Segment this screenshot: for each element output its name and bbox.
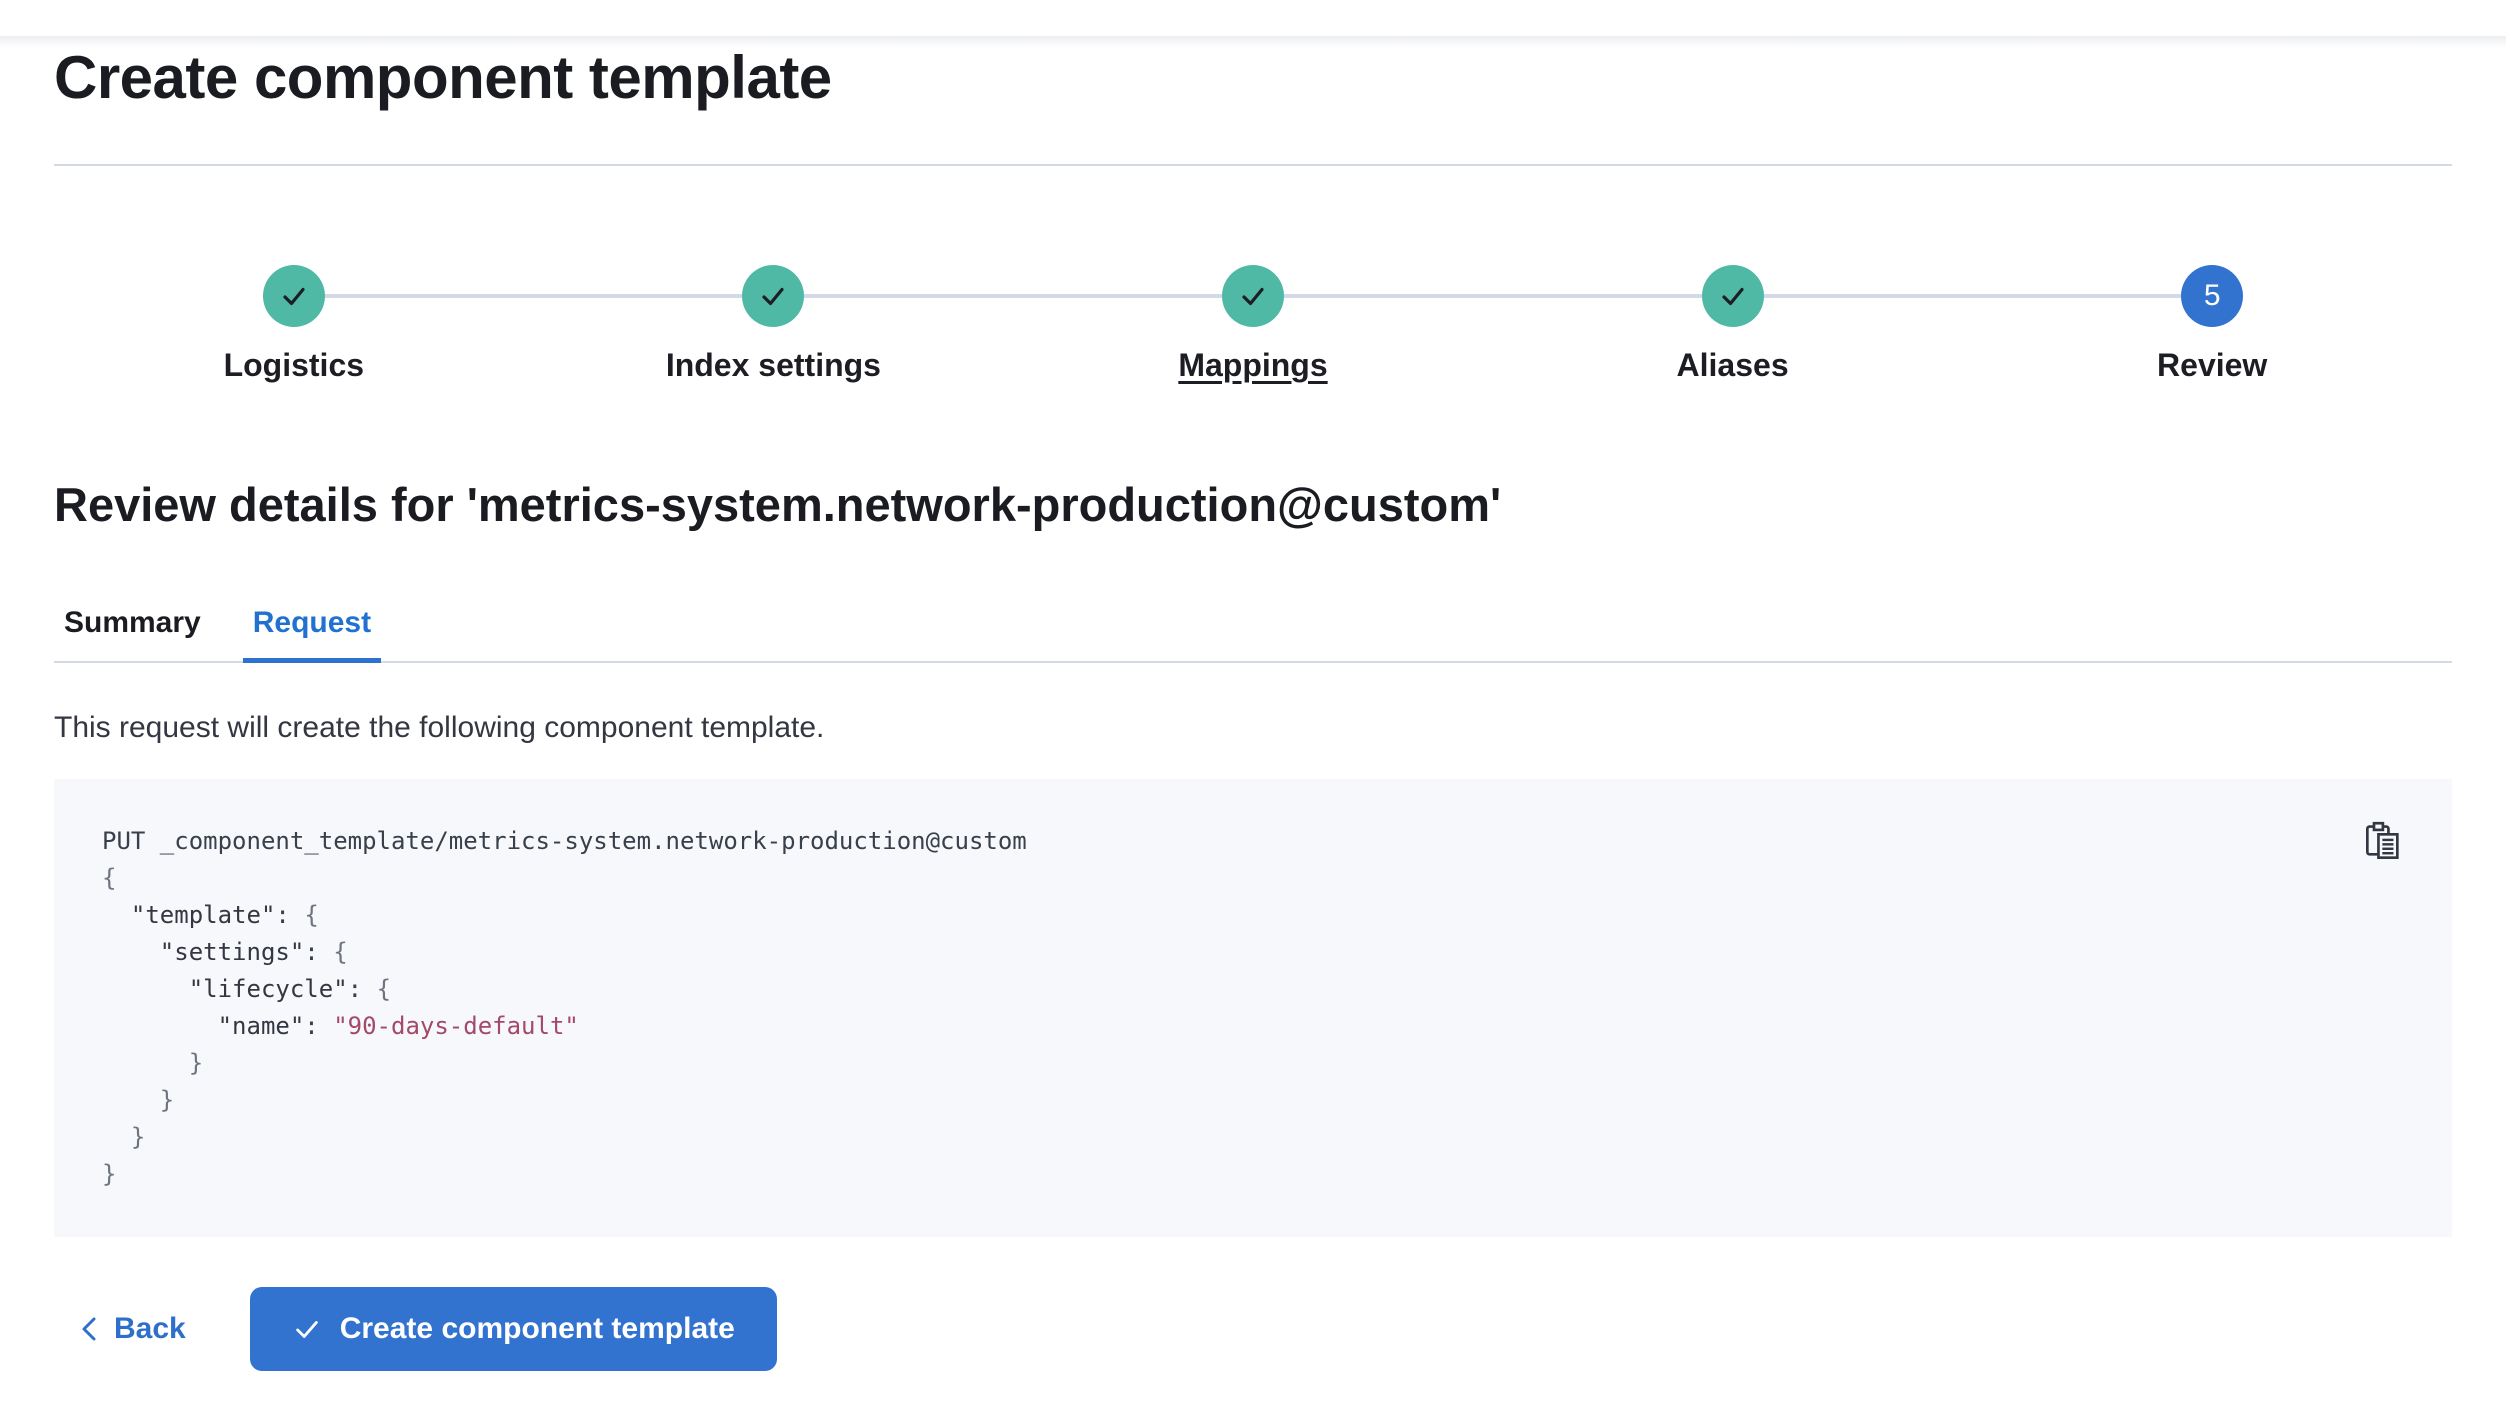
step-number: 5: [2203, 279, 2221, 312]
step-connector-line: [1283, 294, 1493, 298]
stepper-step-index-settings[interactable]: Index settings: [533, 265, 1014, 387]
code-line: }: [102, 1156, 2404, 1193]
step-connector-line: [1492, 294, 1702, 298]
code-token-punct: {: [376, 975, 392, 1003]
code-token-punct: }: [102, 1049, 204, 1077]
code-token-string: "90-days-default": [333, 1012, 579, 1040]
title-divider: [54, 164, 2452, 166]
check-icon: [762, 287, 784, 306]
footer-actions: Back Create component template: [54, 1287, 2452, 1371]
step-status-circle: [742, 265, 805, 327]
request-description: This request will create the following c…: [54, 711, 825, 744]
tab-request[interactable]: Request: [242, 603, 382, 663]
step-status-circle: 5: [2181, 265, 2244, 327]
code-line: "template": {: [102, 897, 2404, 934]
step-connector-line: [1763, 294, 1973, 298]
code-line: {: [102, 860, 2404, 897]
code-token-plain: :: [275, 901, 305, 929]
chevron-left-icon: [82, 1317, 96, 1341]
code-token-plain: [102, 975, 189, 1003]
request-code-block: PUT _component_template/metrics-system.n…: [54, 779, 2452, 1237]
back-button-label: Back: [114, 1312, 186, 1345]
create-component-template-page: Create component template Logistics Inde…: [0, 36, 2506, 1371]
code-token-plain: [102, 1012, 218, 1040]
step-connector-line: [1013, 294, 1222, 298]
code-token-punct: }: [102, 1123, 146, 1151]
step-progress-indicator: Logistics Index settings Mappings: [54, 265, 2452, 387]
step-label: Mappings: [1178, 347, 1328, 383]
code-token-punct: }: [102, 1086, 175, 1114]
back-button[interactable]: Back: [54, 1312, 210, 1346]
review-heading: Review details for 'metrics-system.netwo…: [54, 478, 1502, 531]
page-title: Create component template: [54, 44, 832, 111]
step-connector-line: [804, 294, 1014, 298]
code-token-key: "name": [217, 1012, 305, 1040]
top-shadow: [0, 36, 2506, 48]
step-status-circle: [262, 265, 325, 327]
create-component-template-label: Create component template: [339, 1312, 735, 1345]
code-line: "name": "90-days-default": [102, 1008, 2404, 1045]
code-line: "settings": {: [102, 934, 2404, 971]
code-token-punct: {: [102, 864, 117, 892]
code-token-punct: {: [333, 938, 348, 966]
step-label: Aliases: [1676, 347, 1789, 383]
tab-bar: Summary Request: [54, 603, 2452, 663]
code-token-plain: PUT _component_template/metrics-system.n…: [102, 827, 1027, 855]
code-line: }: [102, 1045, 2404, 1082]
step-connector-line: [1972, 294, 2182, 298]
check-icon: [283, 287, 305, 306]
step-label: Logistics: [223, 347, 365, 383]
stepper-step-review[interactable]: 5 Review: [1972, 265, 2452, 387]
step-label: Index settings: [665, 347, 881, 383]
stepper-step-logistics[interactable]: Logistics: [54, 265, 534, 387]
check-icon: [1721, 287, 1744, 306]
code-line: }: [102, 1082, 2404, 1119]
code-lines: PUT _component_template/metrics-system.n…: [102, 823, 2404, 1193]
code-line: "lifecycle": {: [102, 971, 2404, 1008]
code-token-punct: }: [102, 1160, 117, 1188]
code-token-plain: [102, 901, 131, 929]
code-token-plain: [102, 938, 160, 966]
stepper-step-mappings[interactable]: Mappings: [1013, 265, 1493, 387]
code-token-key: "lifecycle": [188, 975, 348, 1003]
code-token-plain: :: [304, 1012, 334, 1040]
code-line: }: [102, 1119, 2404, 1156]
check-icon: [1242, 287, 1264, 306]
code-token-plain: :: [347, 975, 377, 1003]
code-token-plain: :: [304, 938, 334, 966]
code-token-key: "template": [130, 901, 276, 929]
check-icon: [295, 1321, 318, 1338]
step-status-circle: [1701, 265, 1764, 327]
create-component-template-button[interactable]: Create component template: [249, 1287, 777, 1371]
step-label: Review: [2157, 347, 2268, 383]
step-connector-line: [533, 294, 743, 298]
stepper-step-aliases[interactable]: Aliases: [1492, 265, 1973, 387]
code-token-key: "settings": [159, 938, 305, 966]
step-status-circle: [1221, 265, 1284, 327]
code-token-punct: {: [304, 901, 319, 929]
tab-summary[interactable]: Summary: [54, 603, 211, 661]
copy-to-clipboard-button[interactable]: [2364, 821, 2404, 861]
copy-clipboard-icon: [2366, 821, 2399, 859]
code-line: PUT _component_template/metrics-system.n…: [102, 823, 2404, 860]
step-connector-line: [324, 294, 534, 298]
